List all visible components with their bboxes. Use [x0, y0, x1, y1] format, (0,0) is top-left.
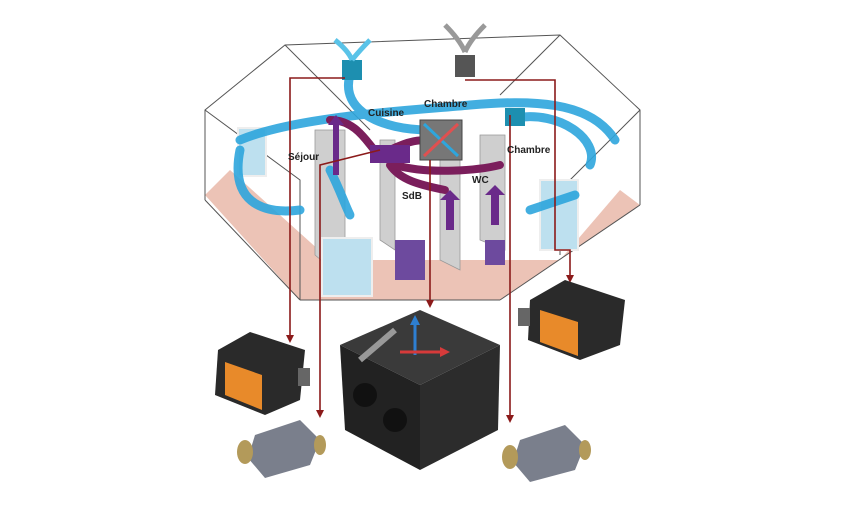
extract-plenum [370, 145, 410, 163]
right-fan-unit [518, 280, 625, 360]
label-kitchen: Cuisine [368, 108, 405, 119]
label-toilet: WC [472, 175, 489, 186]
left-fan-unit [215, 332, 310, 415]
bathtub [395, 240, 425, 280]
exhaust-icon [443, 23, 487, 54]
right-bedroom-box [505, 108, 525, 126]
label-bedroom-top: Chambre [424, 99, 468, 110]
extract-arrows [328, 115, 505, 230]
arrow-heads [286, 275, 574, 423]
fresh-air-ducts [233, 70, 620, 220]
label-bathroom: SdB [402, 191, 422, 202]
label-bedroom-right: Chambre [507, 145, 551, 156]
right-distribution-plenum [502, 425, 591, 482]
toilet [485, 240, 505, 265]
label-living-room: Séjour [288, 152, 320, 163]
connection-lines [289, 77, 571, 415]
house-floor [205, 170, 640, 300]
left-distribution-plenum [237, 420, 326, 478]
roof-outlet-fresh [342, 60, 362, 80]
fresh-air-intake-icon [333, 38, 372, 62]
roof-outlet-exhaust [455, 55, 475, 77]
central-heat-recovery-unit [340, 310, 500, 470]
